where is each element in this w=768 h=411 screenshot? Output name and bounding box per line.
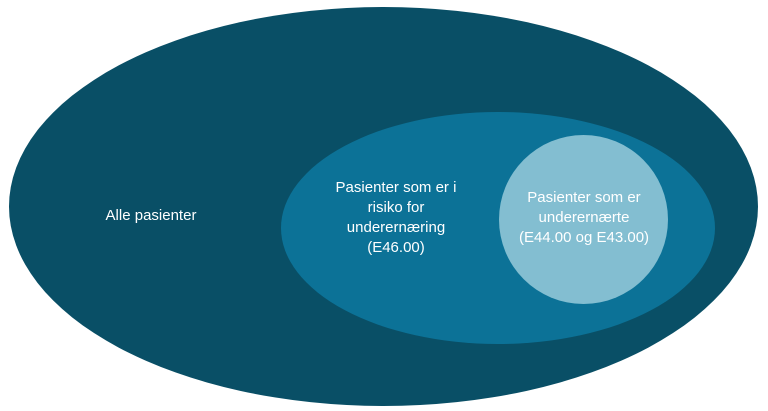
malnourished-codes: (E44.00 og E43.00): [518, 229, 650, 246]
malnutrition-risk-label: Pasienter som er i risiko for underernær…: [316, 178, 476, 258]
malnourished-circle: [499, 135, 668, 304]
malnourished-line-1: Pasienter som er: [527, 189, 641, 206]
all-patients-label-text: Alle pasienter: [105, 207, 197, 224]
all-patients-label: Alle pasienter: [92, 206, 210, 226]
malnutrition-risk-code: (E46.00): [367, 239, 425, 256]
malnutrition-risk-line-1: Pasienter som er i: [335, 179, 457, 196]
malnourished-line-2: underernærte: [538, 209, 630, 226]
malnutrition-risk-line-3: underernæring: [346, 219, 446, 236]
malnourished-label: Pasienter som er underernærte (E44.00 og…: [508, 188, 660, 248]
malnutrition-risk-line-2: risiko for: [367, 199, 425, 216]
